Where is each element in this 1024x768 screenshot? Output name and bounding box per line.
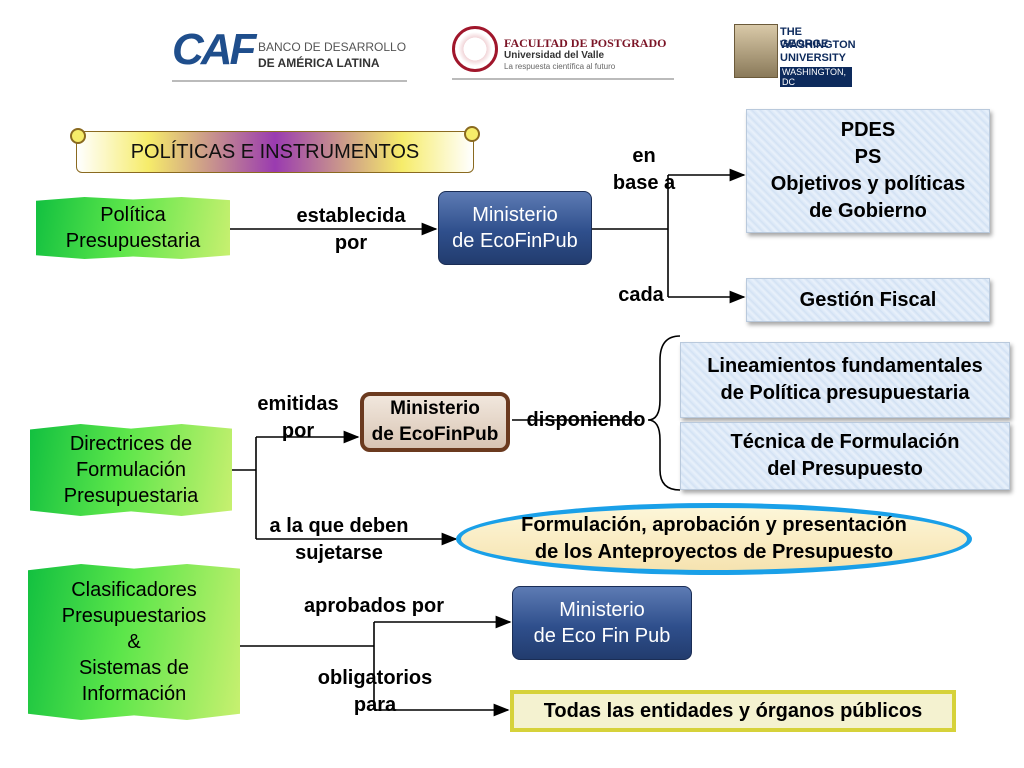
directrices-box: Directrices de Formulación Presupuestari…: [30, 424, 232, 516]
fac-line1: FACULTAD DE POSTGRADO: [504, 36, 667, 50]
seal-icon: [452, 26, 498, 72]
ministerio-box-1: Ministerio de EcoFinPub: [438, 191, 592, 265]
lineamientos-box: Lineamientos fundamentales de Política p…: [680, 342, 1010, 418]
pdes-box: PDES PS Objetivos y políticas de Gobiern…: [746, 109, 990, 233]
faculty-logo: FACULTAD DE POSTGRADO Universidad del Va…: [452, 26, 684, 76]
politica-presupuestaria-box: Política Presupuestaria: [36, 197, 230, 259]
caf-line2: DE AMÉRICA LATINA: [258, 56, 380, 70]
caf-mark: CAF: [172, 25, 256, 74]
fac-line2: Universidad del Valle: [504, 50, 605, 61]
portrait-icon: [734, 24, 778, 78]
brace-s2: [647, 335, 681, 491]
label-establecida-por: establecida por: [296, 205, 406, 254]
banner-title: POLÍTICAS E INSTRUMENTOS: [130, 140, 420, 163]
fac-line3: La respuesta científica al futuro: [504, 62, 616, 71]
faculty-underline: [452, 78, 674, 80]
caf-logo: CAF BANCO DE DESARROLLO DE AMÉRICA LATIN…: [172, 26, 412, 78]
label-aprobados-por: aprobados por: [303, 595, 444, 617]
label-a-la-que-deben: a la que deben sujetarse: [269, 515, 409, 564]
gwu-logo: THE GEORGE WASHINGTON UNIVERSITY WASHING…: [734, 24, 856, 87]
label-obligatorios-para: obligatorios para: [317, 667, 433, 716]
ministerio-box-2: Ministerio de EcoFinPub: [360, 392, 510, 452]
gw-line2: WASHINGTON: [780, 39, 856, 51]
clasificadores-box: Clasificadores Presupuestarios & Sistema…: [28, 564, 240, 720]
label-disponiendo: disponiendo: [526, 409, 646, 431]
gw-line4: WASHINGTON, DC: [780, 67, 852, 87]
label-en-base-a: en base a: [612, 145, 676, 194]
caf-line1: BANCO DE DESARROLLO: [258, 40, 407, 54]
ministerio-box-3: Ministerio de Eco Fin Pub: [512, 586, 692, 660]
gw-line1: THE GEORGE: [780, 26, 829, 50]
caf-underline: [172, 80, 407, 82]
label-emitidas-por: emitidas por: [257, 393, 339, 442]
banner-curl-right: [464, 126, 480, 142]
tecnica-box: Técnica de Formulación del Presupuesto: [680, 422, 1010, 490]
gw-line3: UNIVERSITY: [780, 52, 847, 64]
title-banner: POLÍTICAS E INSTRUMENTOS: [76, 131, 474, 173]
gestion-fiscal-box: Gestión Fiscal: [746, 278, 990, 322]
entidades-box: Todas las entidades y órganos públicos: [510, 690, 956, 732]
label-cada: cada: [618, 284, 664, 306]
formulacion-oval: Formulación, aprobación y presentación d…: [456, 503, 972, 575]
banner-curl-left: [70, 128, 86, 144]
